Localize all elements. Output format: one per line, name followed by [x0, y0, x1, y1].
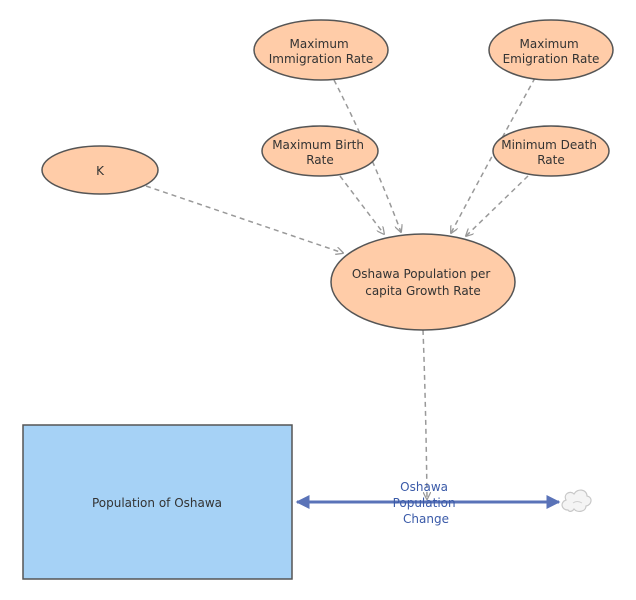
aux-label-line1: Minimum Death	[501, 138, 597, 152]
aux-label-line2: Immigration Rate	[269, 52, 373, 66]
flow-label-line3: Change	[403, 512, 449, 526]
aux-label-line1: Oshawa Population per	[352, 267, 491, 281]
aux-label: Maximum Immigration Rate	[269, 37, 373, 66]
stock-population-of-oshawa[interactable]: Population of Oshawa	[22, 424, 293, 580]
flow-label: Oshawa Population Change	[393, 480, 460, 526]
aux-label-line2: Emigration Rate	[503, 52, 600, 66]
link-max-birth-to-growth-rate[interactable]	[339, 175, 384, 234]
aux-ellipse[interactable]	[488, 19, 614, 81]
aux-label-line2: Rate	[306, 153, 334, 167]
flow-label-line1: Oshawa	[400, 480, 448, 494]
stock-label: Population of Oshawa	[92, 496, 222, 510]
aux-ellipse[interactable]	[492, 125, 610, 177]
aux-label-line1: Maximum	[520, 37, 579, 51]
aux-label: Minimum Death Rate	[501, 138, 601, 167]
aux-label-line2: capita Growth Rate	[365, 284, 481, 298]
stock-box[interactable]	[22, 424, 293, 580]
aux-max-birth-rate[interactable]: Maximum Birth Rate	[261, 125, 379, 177]
aux-label-line1: Maximum Birth	[272, 138, 364, 152]
aux-ellipse[interactable]	[261, 125, 379, 177]
aux-ellipse[interactable]	[41, 145, 159, 195]
aux-ellipse[interactable]	[253, 19, 389, 81]
link-min-death-to-growth-rate[interactable]	[466, 175, 529, 236]
cloud-icon[interactable]	[561, 489, 592, 512]
aux-max-immigration-rate[interactable]: Maximum Immigration Rate	[253, 19, 389, 81]
link-k-to-growth-rate[interactable]	[145, 185, 343, 253]
aux-label: K	[96, 164, 105, 178]
link-max-immigration-to-growth-rate[interactable]	[333, 79, 401, 232]
aux-min-death-rate[interactable]: Minimum Death Rate	[492, 125, 610, 177]
aux-label: Oshawa Population per capita Growth Rate	[352, 267, 494, 298]
aux-max-emigration-rate[interactable]: Maximum Emigration Rate	[488, 19, 614, 81]
aux-growth-rate[interactable]: Oshawa Population per capita Growth Rate	[330, 233, 516, 331]
aux-label-line2: Rate	[537, 153, 565, 167]
link-growth-rate-to-flow[interactable]	[422, 329, 427, 499]
aux-label: Maximum Birth Rate	[272, 138, 368, 167]
flow-oshawa-population-change[interactable]: Oshawa Population Change	[295, 480, 561, 526]
flow-label-line2: Population	[393, 496, 456, 510]
aux-ellipse[interactable]	[330, 233, 516, 331]
aux-label: Maximum Emigration Rate	[503, 37, 600, 66]
aux-k[interactable]: K	[41, 145, 159, 195]
aux-label-line1: Maximum	[290, 37, 349, 51]
